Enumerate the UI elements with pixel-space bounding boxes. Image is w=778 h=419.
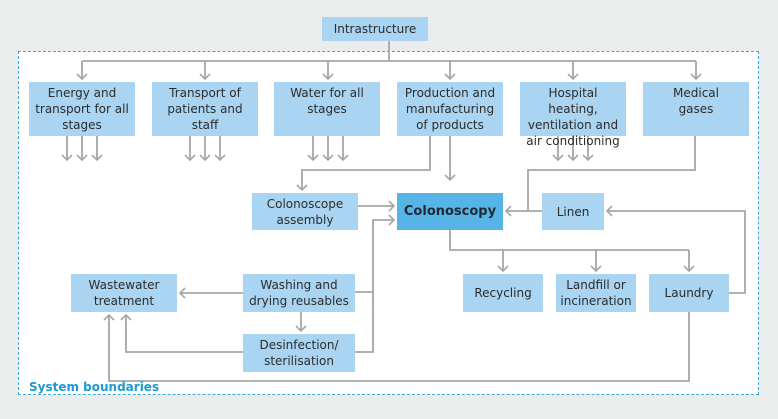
node-colonoscope-assembly: Colonoscope assembly — [252, 193, 358, 230]
node-infrastructure: Intrastructure — [322, 17, 428, 41]
node-hospital-hvac: Hospital heating, ventilation and air co… — [520, 82, 626, 148]
edge-desinfection-wastewater — [120, 313, 243, 353]
edge-colonoscopy-bus — [449, 230, 689, 251]
node-desinfection: Desinfection/ sterilisation — [243, 334, 355, 372]
edge-production-assembly — [296, 136, 431, 192]
edge-medical-colonoscopy — [504, 136, 696, 217]
edge-desinfection-colonoscopy — [355, 214, 396, 353]
node-colonoscopy: Colonoscopy — [397, 193, 503, 230]
node-landfill: Landfill or incineration — [556, 274, 636, 312]
node-energy-transport: Energy and transport for all stages — [29, 82, 135, 136]
node-linen: Linen — [542, 193, 604, 230]
edge-laundry-linen — [605, 205, 746, 294]
boundary-label: System boundaries — [29, 380, 160, 394]
node-medical-gases: Medical gases — [643, 82, 749, 136]
node-wastewater-treatment: Wastewater treatment — [71, 274, 177, 312]
node-laundry: Laundry — [649, 274, 729, 312]
node-patient-transport: Transport of patients and staff — [152, 82, 258, 136]
node-recycling: Recycling — [463, 274, 543, 312]
node-washing-drying: Washing and drying reusables — [243, 274, 355, 312]
node-water: Water for all stages — [274, 82, 380, 136]
edge-laundry-wastewater — [103, 312, 690, 382]
node-production: Production and manufacturing of products — [397, 82, 503, 136]
